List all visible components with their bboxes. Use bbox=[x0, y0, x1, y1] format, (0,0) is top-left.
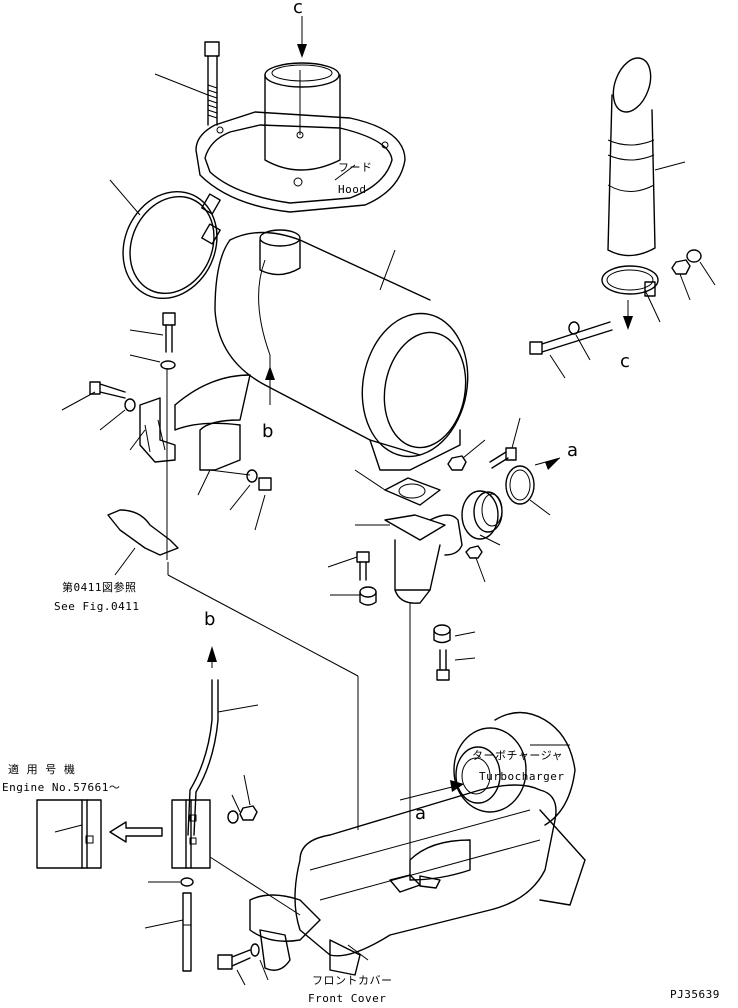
flange-elbow bbox=[384, 514, 463, 604]
front-cover-label-jp: フロントカバー bbox=[312, 974, 393, 987]
drawing-number: PJ35639 bbox=[670, 988, 720, 1001]
ref-letter-c-right: c bbox=[620, 351, 630, 372]
bracket-bolt-2 bbox=[356, 551, 370, 581]
pipe-clamp bbox=[601, 265, 659, 297]
hood-bolt bbox=[204, 41, 220, 126]
flange-bolt bbox=[489, 447, 517, 469]
see-fig-label-jp: 第0411図参照 bbox=[62, 581, 137, 594]
mount-bolt bbox=[160, 312, 176, 370]
turbo-label-en: Turbocharger bbox=[479, 770, 565, 783]
ref-letter-b-pipe: b bbox=[204, 609, 216, 630]
breather-pipe bbox=[187, 679, 219, 836]
ref-letter-a-turbo: a bbox=[415, 803, 427, 824]
muffler bbox=[214, 229, 469, 471]
sealing-ring bbox=[505, 465, 535, 505]
bolt-lower bbox=[436, 649, 450, 681]
engine-label-en: Engine No.57661〜 bbox=[2, 781, 121, 794]
turbo-label-jp: ターボチャージャ bbox=[472, 749, 564, 762]
band-clamp bbox=[122, 190, 221, 300]
saddle-plate bbox=[174, 374, 251, 471]
ref-letter-c-top: c bbox=[293, 0, 303, 18]
ref-letter-b-muffler: b bbox=[262, 421, 274, 442]
gasket bbox=[384, 477, 441, 506]
turbocharger bbox=[453, 711, 586, 906]
ref-letter-a-right: a bbox=[567, 440, 579, 461]
spacer-2 bbox=[433, 624, 451, 644]
front-cover-label-en: Front Cover bbox=[308, 992, 387, 1005]
bracket-bolt bbox=[89, 381, 136, 412]
flex-joint bbox=[461, 490, 503, 540]
hood-label-en: Hood bbox=[338, 183, 367, 196]
hood-label-jp: フード bbox=[338, 161, 373, 174]
clamp-bolt bbox=[529, 321, 613, 355]
engine-label-jp: 適 用 号 機 bbox=[8, 763, 76, 776]
cover-bolt bbox=[217, 943, 260, 970]
engine-block bbox=[249, 784, 557, 976]
inset-box bbox=[36, 799, 102, 869]
see-fig-label-en: See Fig.0411 bbox=[54, 600, 140, 613]
tail-pipe bbox=[607, 57, 656, 257]
hood bbox=[195, 62, 406, 213]
spacer bbox=[359, 586, 377, 606]
nut-washer-right bbox=[671, 249, 702, 275]
base-bracket bbox=[107, 509, 179, 556]
support-bracket bbox=[139, 397, 176, 463]
